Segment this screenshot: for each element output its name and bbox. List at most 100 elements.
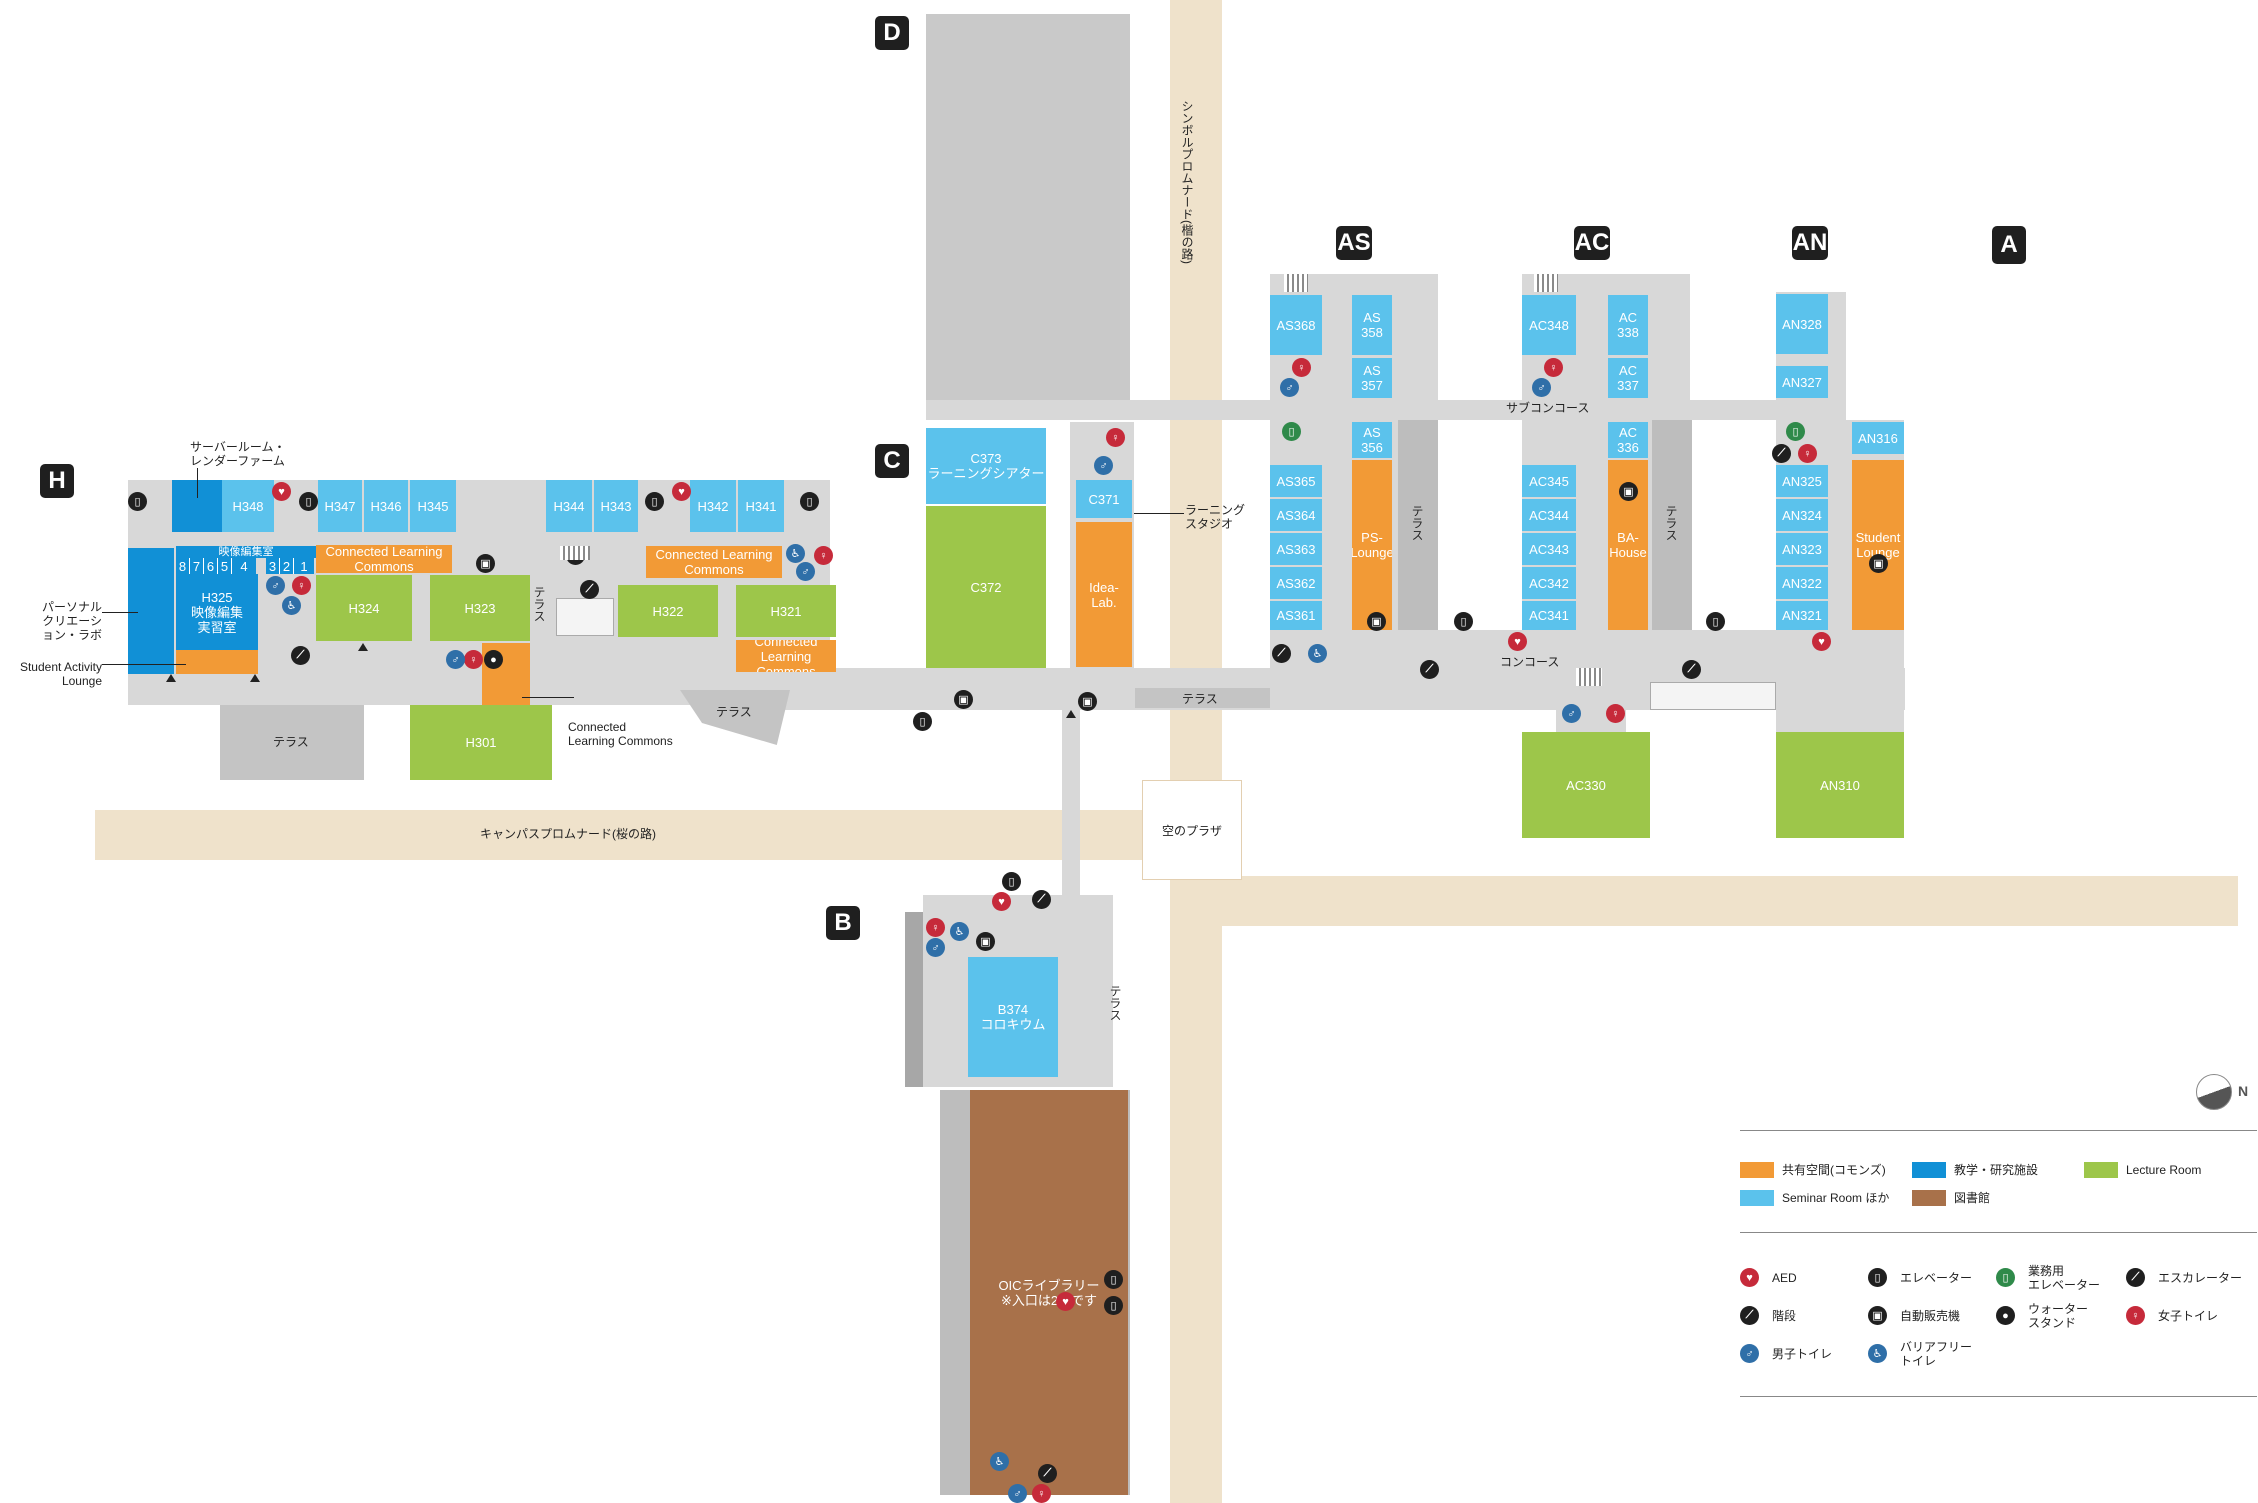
building-tag-h[interactable]: H [40,464,74,498]
booth-5[interactable]: 5 [218,558,232,574]
booth-8[interactable]: 8 [176,558,190,574]
legend-barrier-free: バリアフリー トイレ [1900,1340,1973,1368]
room-as364[interactable]: AS364 [1270,499,1322,531]
room-ac344[interactable]: AC344 [1522,499,1576,531]
room-an328[interactable]: AN328 [1776,294,1828,354]
room-as363[interactable]: AS363 [1270,533,1322,565]
room-clc-b[interactable]: Connected Learning Commons [646,546,782,578]
building-tag-b[interactable]: B [826,906,860,940]
room-as361[interactable]: AS361 [1270,601,1322,630]
room-ac343[interactable]: AC343 [1522,533,1576,565]
room-clc-a[interactable]: Connected Learning Commons [316,545,452,573]
room-h344[interactable]: H344 [546,480,592,532]
room-ac342[interactable]: AC342 [1522,567,1576,599]
booth-3[interactable]: 3 [266,558,280,574]
vending-icon: ▣ [1078,692,1097,711]
vending-icon: ▣ [954,690,973,709]
elevator-icon: ▯ [1002,872,1021,891]
barrier-free-toilet-icon: ♿ [950,922,969,941]
room-h342[interactable]: H342 [690,480,736,532]
room-h348[interactable]: H348 [222,480,274,532]
booth-7[interactable]: 7 [190,558,204,574]
legend-women: 女子トイレ [2158,1309,2219,1323]
room-as362[interactable]: AS362 [1270,567,1322,599]
men-toilet-icon: ♂ [1532,378,1551,397]
building-d-block [926,14,1130,400]
legend-library-swatch [1912,1190,1946,1206]
room-an324[interactable]: AN324 [1776,499,1828,531]
elevator-icon: ▯ [1104,1270,1123,1289]
building-tag-ac[interactable]: AC [1574,226,1610,260]
room-h323[interactable]: H323 [430,575,530,641]
room-h345[interactable]: H345 [410,480,456,532]
room-ac330[interactable]: AC330 [1522,732,1650,838]
elevator-icon: ▯ [1706,612,1725,631]
room-ac348[interactable]: AC348 [1522,295,1576,355]
sal-pointer [102,664,186,665]
room-c373[interactable]: C373 ラーニングシアター [926,428,1046,504]
room-h324[interactable]: H324 [316,575,412,641]
room-idea-lab[interactable]: Idea- Lab. [1076,522,1132,667]
room-library[interactable]: OICライブラリー ※入口は2階です [970,1090,1128,1495]
room-h321[interactable]: H321 [736,585,836,637]
women-toilet-icon: ♀ [1032,1484,1051,1503]
vending-icon: ▣ [1619,482,1638,501]
room-h325[interactable]: H325 映像編集 実習室 [176,574,258,650]
room-ac336[interactable]: AC 336 [1608,422,1648,458]
room-h347[interactable]: H347 [318,480,362,532]
elevator-icon: ▯ [128,492,147,511]
room-ac337[interactable]: AC 337 [1608,358,1648,398]
room-h341[interactable]: H341 [738,480,784,532]
entrance-arrow [166,674,176,682]
room-h322[interactable]: H322 [618,585,718,637]
men-toilet-icon: ♂ [1008,1484,1027,1503]
room-student-activity-lounge[interactable] [176,650,258,674]
room-h346[interactable]: H346 [364,480,408,532]
building-tag-a[interactable]: A [1992,226,2026,264]
booth-6[interactable]: 6 [204,558,218,574]
room-h301[interactable]: H301 [410,705,552,780]
building-tag-an[interactable]: AN [1792,226,1828,260]
building-tag-d[interactable]: D [875,16,909,50]
room-an325[interactable]: AN325 [1776,465,1828,497]
h-terrace-mid-label: テラス [532,586,546,622]
room-editing-header[interactable]: 映像編集室 [176,546,316,558]
room-an322[interactable]: AN322 [1776,567,1828,599]
elevator-icon: ▯ [1868,1268,1887,1287]
room-an316[interactable]: AN316 [1852,422,1904,454]
booth-2[interactable]: 2 [280,558,294,574]
room-h343[interactable]: H343 [594,480,638,532]
room-clc-c[interactable]: Connected Learning Commons [736,640,836,672]
room-an323[interactable]: AN323 [1776,533,1828,565]
room-ps-lounge[interactable]: PS- Lounge [1352,460,1392,630]
room-ac338[interactable]: AC 338 [1608,295,1648,355]
terrace-label-1: テラス [1182,692,1218,706]
room-c371[interactable]: C371 [1076,480,1132,518]
building-tag-c[interactable]: C [875,444,909,478]
room-as358[interactable]: AS 358 [1352,295,1392,355]
room-an327[interactable]: AN327 [1776,366,1828,398]
stairs-icon: ⟋ [580,580,599,599]
room-ac345[interactable]: AC345 [1522,465,1576,497]
stairs-ac-top [1534,274,1558,292]
aed-icon: ♥ [1056,1292,1075,1311]
room-ac341[interactable]: AC341 [1522,601,1576,630]
sub-concourse-label: サブコンコース [1506,401,1590,415]
room-personal-lab[interactable] [128,548,174,674]
booth-4[interactable]: 4 [232,558,256,574]
room-c372[interactable]: C372 [926,506,1046,668]
booth-1[interactable]: 1 [294,558,314,574]
legend-seminar-swatch [1740,1190,1774,1206]
room-an321[interactable]: AN321 [1776,601,1828,630]
room-b374[interactable]: B374 コロキウム [968,957,1058,1077]
room-as368[interactable]: AS368 [1270,295,1322,355]
room-an310[interactable]: AN310 [1776,732,1904,838]
room-as356[interactable]: AS 356 [1352,422,1392,458]
room-student-lounge[interactable]: Student Lounge [1852,460,1904,630]
building-tag-as[interactable]: AS [1336,226,1372,260]
room-as365[interactable]: AS365 [1270,465,1322,497]
legend-vending: 自動販売機 [1900,1309,1961,1323]
entrance-arrow [358,643,368,651]
barrier-free-toilet-icon: ♿ [282,596,301,615]
room-as357[interactable]: AS 357 [1352,358,1392,398]
